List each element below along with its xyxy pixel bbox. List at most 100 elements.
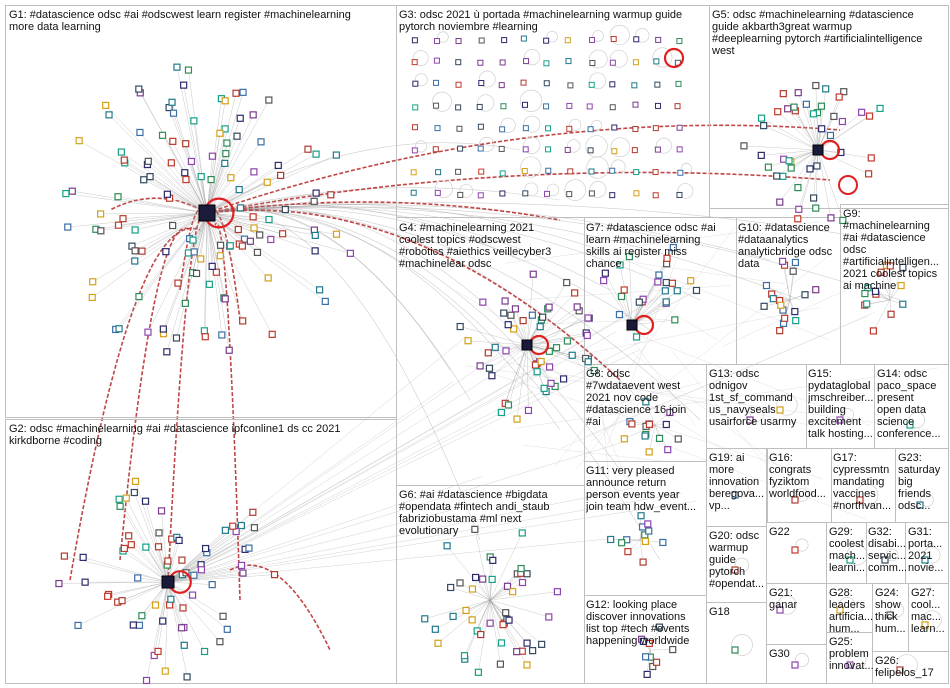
self-loop [885, 548, 899, 562]
g6-node [517, 564, 525, 573]
cross-group-edge [536, 319, 669, 325]
g3-node [500, 103, 507, 110]
g1-node [257, 138, 265, 146]
g4-edge [480, 344, 528, 367]
group-label-g5: G5: odsc #machinelearning #datascience g… [712, 9, 923, 57]
g3-node [589, 60, 596, 67]
g6-node [486, 619, 494, 627]
g11-node [645, 527, 653, 535]
g2-node [142, 543, 150, 551]
group-label-g8: G8: odsc #7wdataevent west 2021 nov code… [586, 368, 687, 428]
hub-node-g5 [812, 144, 824, 156]
g4-edge [460, 326, 528, 346]
self-loop [922, 610, 942, 630]
g2-edge [83, 557, 169, 583]
cross-group-edge [564, 307, 819, 358]
g2-node [150, 651, 158, 660]
cross-group-edge [514, 367, 939, 429]
cross-group-edge [167, 500, 696, 583]
g1-edge [206, 212, 270, 220]
g4-edge [526, 344, 595, 371]
g3-node [432, 146, 439, 153]
g1-edge [206, 194, 331, 214]
g1-node [144, 157, 152, 165]
g5-node [794, 89, 802, 97]
g6-node [509, 588, 517, 596]
g1-node [227, 174, 235, 182]
g8-edge [654, 424, 679, 440]
g1-node [138, 247, 146, 255]
g3-node [653, 58, 660, 65]
g3-node [674, 103, 681, 110]
g5-node [790, 103, 798, 111]
g1-edge [118, 212, 208, 329]
g5-node [776, 198, 784, 206]
g3-node [411, 124, 418, 131]
g8-node [655, 434, 664, 442]
g3-self-loop [591, 119, 602, 131]
g7-node [601, 269, 609, 277]
g5-node [817, 102, 826, 110]
g6-node [443, 542, 451, 550]
g4-edge [508, 344, 528, 406]
g3-node [478, 168, 485, 175]
g3-node [675, 80, 682, 87]
g1-node [246, 237, 254, 245]
g1-node [279, 230, 287, 238]
g3-self-loop-highlight [663, 47, 685, 69]
g6-edge [489, 591, 513, 601]
g1-node [115, 325, 123, 333]
g4-node [479, 298, 487, 306]
g2-node [142, 676, 151, 685]
g3-self-loop [567, 139, 581, 153]
group-label-g10: G10: #datascience #dataanalytics analyti… [738, 222, 833, 270]
g1-edge [192, 212, 208, 273]
g3-self-loop [524, 182, 539, 197]
g9-node [897, 281, 905, 290]
g1-node [120, 156, 128, 164]
g3-node [522, 190, 529, 197]
g2-edge [167, 581, 224, 617]
g1-node [169, 137, 177, 145]
g3-node [611, 148, 618, 155]
g2-edge [121, 581, 169, 601]
g2-node [200, 647, 209, 656]
g10-node [777, 301, 785, 309]
g5-edge [782, 149, 819, 177]
g1-node [190, 117, 198, 125]
g3-node [455, 38, 462, 45]
g1-node [114, 221, 123, 229]
g3-self-loop [546, 183, 560, 197]
g6-node [538, 640, 546, 648]
g7-node [616, 261, 624, 269]
cross-group-edge [206, 187, 561, 214]
self-loop [795, 488, 809, 502]
g3-node [455, 81, 462, 88]
g3-node [609, 104, 616, 111]
g1-node [274, 161, 282, 170]
g3-node [543, 60, 550, 67]
strong-edge [69, 227, 201, 581]
g3-node [457, 145, 464, 152]
hub-node-g5-self-loop [819, 139, 841, 161]
g12-node [669, 645, 677, 654]
g4-edge [516, 344, 528, 420]
g10-node [801, 291, 809, 299]
g6-node [421, 615, 429, 623]
g2-edge [167, 574, 275, 583]
g6-node [468, 585, 477, 593]
g4-node [590, 366, 598, 375]
g6-node [502, 609, 510, 617]
g4-node [497, 408, 505, 417]
g2-node [134, 574, 142, 582]
g3-node [455, 59, 462, 66]
g1-edge [67, 212, 208, 228]
g2-node [159, 617, 167, 625]
g1-edge [131, 212, 208, 247]
g2-node [122, 494, 130, 502]
g4-node [552, 344, 561, 352]
g5-node [827, 214, 835, 222]
g1-node [180, 81, 188, 89]
g3-node [609, 167, 616, 174]
g1-node [184, 249, 193, 257]
